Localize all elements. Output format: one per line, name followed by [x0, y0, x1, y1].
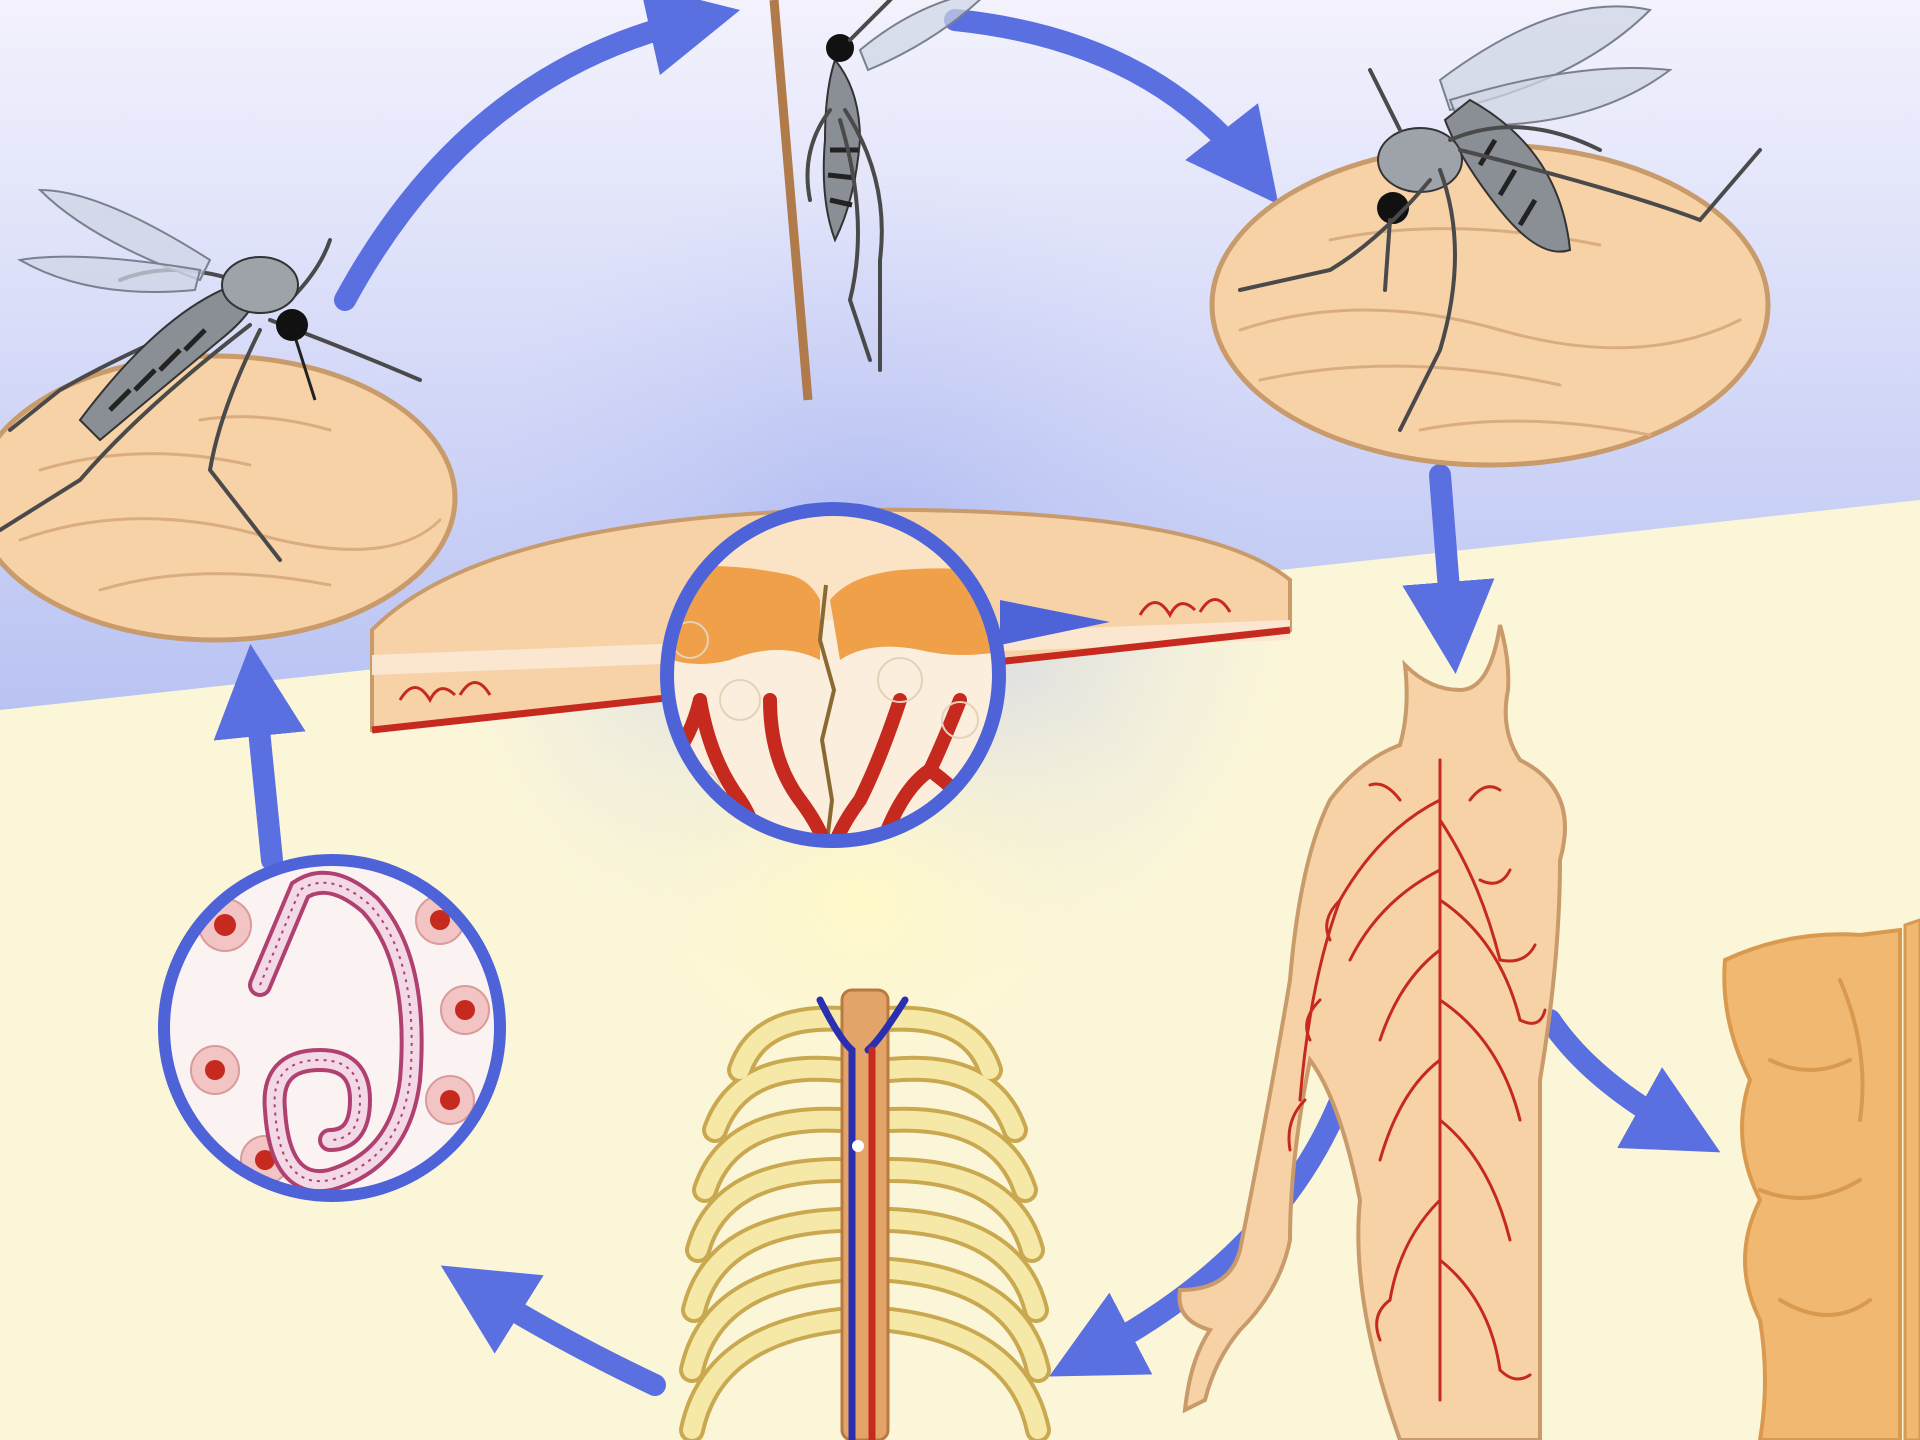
arrow-right-down: [1440, 475, 1452, 628]
microfilaria-lens: [164, 860, 500, 1196]
skin-patch-left: [0, 356, 455, 640]
